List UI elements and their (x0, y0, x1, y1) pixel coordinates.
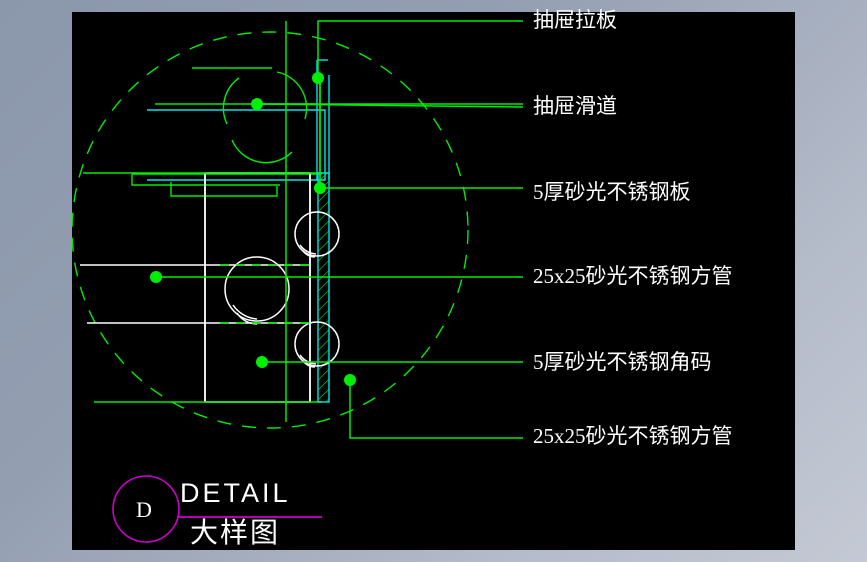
square-tube-section (80, 172, 311, 403)
cad-vector-drawing (72, 20, 524, 543)
leader-dot-2 (251, 98, 263, 110)
annotation-label-5: 5厚砂光不锈钢角码 (533, 350, 712, 374)
tube-outer-lines (83, 172, 322, 403)
annotation-label-4: 25x25砂光不锈钢方管 (533, 264, 733, 288)
leader-line-1 (317, 20, 523, 78)
leader-dot-3 (314, 182, 326, 194)
detail-bubble-letter: D (136, 497, 152, 522)
leader-dot-1 (312, 72, 324, 84)
hatched-stainless-plate (317, 172, 330, 403)
annotation-label-1: 抽屉拉板 (533, 8, 617, 32)
leader-dot-4 (150, 271, 162, 283)
detail-bubble-marker (112, 475, 322, 543)
detail-title-cn: 大样图 (190, 518, 281, 549)
leader-line-6 (349, 380, 523, 439)
annotation-label-2: 抽屉滑道 (533, 94, 617, 118)
cad-drawing-canvas[interactable]: D DETAIL 大样图 (72, 12, 795, 550)
leader-stems (285, 21, 321, 422)
hidden-dashed-lines (220, 264, 310, 324)
fastener-symbols (224, 211, 340, 368)
annotation-label-3: 5厚砂光不锈钢板 (533, 180, 691, 204)
drawer-pull-board-geometry (131, 59, 330, 197)
leader-dot-6 (344, 374, 356, 386)
detail-boundary-circle (72, 31, 469, 429)
detail-title-en: DETAIL (180, 478, 291, 508)
leader-lines (156, 20, 524, 439)
leader-dot-5 (256, 356, 268, 368)
leader-end-dots (150, 72, 356, 386)
annotation-label-6: 25x25砂光不锈钢方管 (533, 424, 733, 448)
